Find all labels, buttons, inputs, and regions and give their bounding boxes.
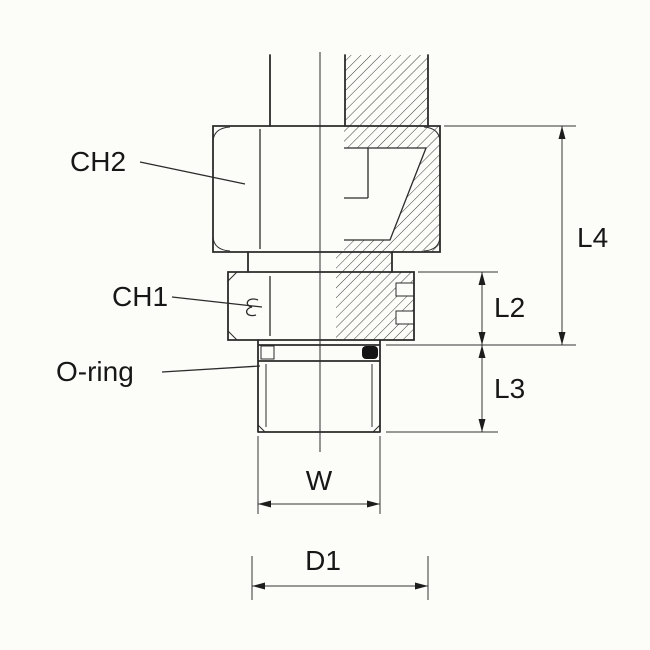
internal-cone-outline [344,147,427,241]
body-section-hatch [336,272,414,340]
neck-outline [247,251,393,273]
label-d1: D1 [305,545,341,576]
body-groove-lines [395,282,414,325]
label-l3: L3 [494,373,525,404]
o-ring-section [362,346,378,359]
tube-section-hatch [345,55,428,126]
nut-section-hatch [344,126,440,252]
label-l2: L2 [494,292,525,323]
label-w: W [306,465,333,496]
tube-outline [269,54,429,127]
label-ch1: CH1 [112,281,168,312]
fitting-outline [212,54,441,433]
label-l4: L4 [577,222,608,253]
labels: CH2 CH1 O-ring L4 L2 L3 W D1 [56,146,608,576]
dim-w-lines [257,436,381,514]
neck-section-hatch [336,252,392,272]
stud-outline [257,339,381,433]
nut-chamfer-arcs [212,126,441,252]
extension-lines-right [386,125,576,433]
label-ch2: CH2 [70,146,126,177]
section-hatching [336,55,440,340]
o-ring-groove-left [260,345,275,360]
dimension-lines [251,125,576,600]
body-hex-outline [227,271,415,341]
nut-outline [212,125,441,253]
label-leader-lines [139,161,263,373]
dim-d1-lines [251,556,429,600]
manufacturer-logo-mark [246,298,259,317]
body-hex-chamfers [227,271,238,341]
thread-lines [257,364,381,433]
label-o-ring: O-ring [56,356,134,387]
